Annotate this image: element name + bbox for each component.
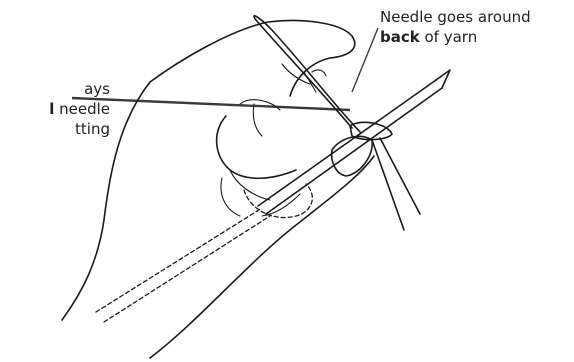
needle-hidden-dashed [96,208,270,322]
right-leader-line [352,28,378,92]
right-callout-line2: back of yarn [380,27,531,47]
left-callout-text: ays l needle tting [0,79,110,139]
knitting-needle [258,70,450,214]
left-callout-line2: l needle [0,99,110,119]
right-callout-line2-rest: of yarn [420,28,477,46]
right-callout-text: Needle goes around back of yarn [380,7,531,47]
right-callout-line1: Needle goes around [380,7,531,27]
right-callout-line2-bold: back [380,28,420,46]
left-callout-line2-rest: needle [54,100,110,118]
left-callout-line3: tting [0,119,110,139]
left-leader-line [72,98,350,110]
left-callout-line1: ays [0,79,110,99]
yarn-strand [254,16,420,230]
hand-outline [62,21,374,358]
